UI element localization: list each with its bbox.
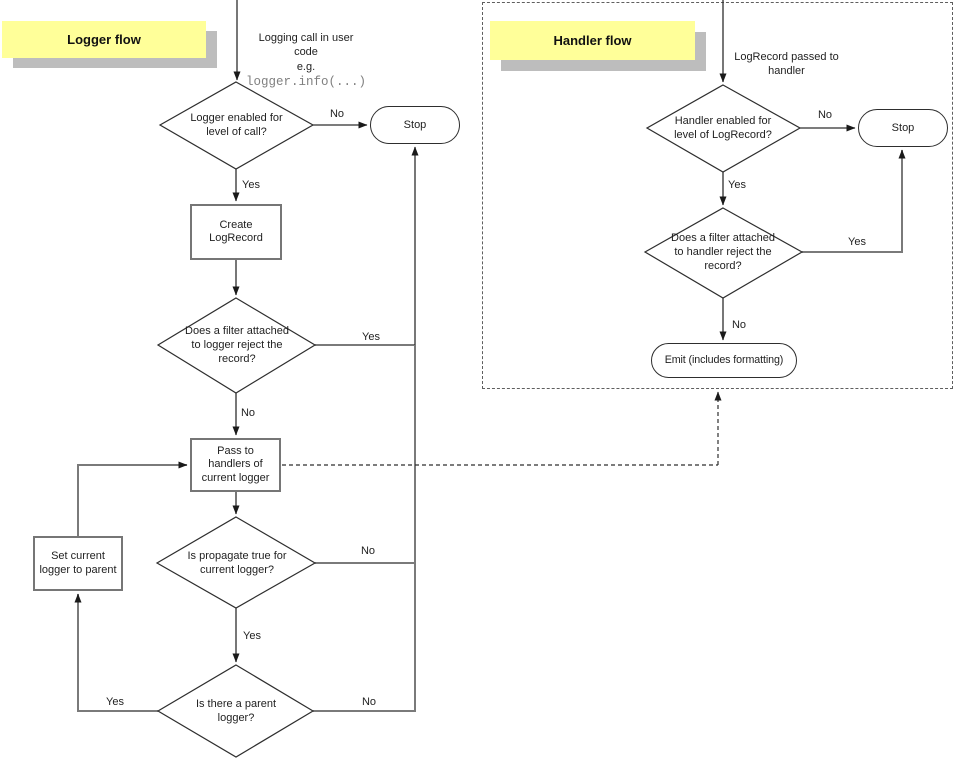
edge-label-filter-yes: Yes — [362, 331, 380, 343]
logger-flow-title-label: Logger flow — [67, 32, 141, 47]
edge-label-propagate-no: No — [360, 545, 376, 557]
terminal-emit: Emit (includes formatting) — [651, 343, 797, 378]
edge-label-level-no: No — [329, 108, 345, 120]
edge-label-hfilter-no: No — [731, 319, 747, 331]
decision-propagate — [155, 516, 317, 609]
process-pass-to-handlers: Pass to handlers of current logger — [190, 438, 281, 492]
handler-flow-title: Handler flow — [490, 21, 695, 60]
decision-logger-level — [158, 81, 315, 170]
edge-label-parent-yes: Yes — [106, 696, 124, 708]
edge-parent-yes — [74, 593, 158, 712]
decision-handler-level — [645, 84, 802, 173]
edge-hfilter-yes — [802, 149, 906, 253]
logger-entry-text: Logging call in user code e.g. — [258, 31, 354, 73]
edge-label-propagate-yes: Yes — [243, 630, 261, 642]
edge-loop-to-pass — [77, 461, 188, 537]
decision-parent-logger — [156, 664, 315, 758]
edge-label-parent-no: No — [361, 696, 377, 708]
logger-entry-code: logger.info(...) — [245, 75, 367, 89]
process-set-current-logger: Set current logger to parent — [33, 536, 123, 591]
decision-logger-filter — [156, 297, 317, 394]
logger-entry-annotation: Logging call in user code e.g. logger.in… — [240, 16, 372, 104]
process-create-logrecord: Create LogRecord — [190, 204, 282, 260]
handler-entry-annotation: LogRecord passed to handler — [724, 35, 849, 79]
handler-stop-node: Stop — [858, 109, 948, 147]
edge-label-hfilter-yes: Yes — [848, 236, 866, 248]
handler-entry-text: LogRecord passed to handler — [734, 50, 839, 78]
edge-label-hlevel-yes: Yes — [728, 179, 746, 191]
logger-stop-node: Stop — [370, 106, 460, 144]
handler-flow-region — [482, 2, 953, 389]
edge-label-hlevel-no: No — [817, 109, 833, 121]
handler-flow-title-label: Handler flow — [553, 33, 632, 48]
edge-label-filter-no: No — [240, 407, 256, 419]
edge-label-level-yes: Yes — [242, 179, 260, 191]
logger-flow-title: Logger flow — [2, 21, 206, 58]
decision-handler-filter — [643, 207, 804, 299]
